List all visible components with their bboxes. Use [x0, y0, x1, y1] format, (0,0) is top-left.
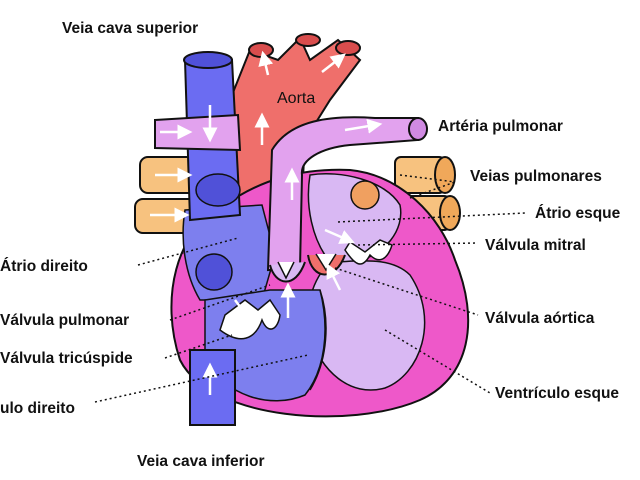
label-right-ventricle: ulo direito [0, 400, 75, 417]
label-inferior-vena-cava: Veia cava inferior [137, 453, 265, 470]
label-right-atrium: Átrio direito [0, 258, 88, 275]
label-aortic-valve: Válvula aórtica [485, 310, 595, 327]
pulmonary-artery [154, 113, 428, 272]
label-mitral-valve: Válvula mitral [485, 237, 586, 254]
flow-arrows [150, 50, 383, 395]
label-pulmonary-valve: Válvula pulmonar [0, 312, 130, 329]
leader-lines [94, 174, 526, 403]
inferior-vena-cava [189, 253, 236, 426]
label-pulmonary-artery: Artéria pulmonar [438, 118, 563, 135]
label-superior-vena-cava: Veia cava superior [62, 20, 199, 37]
label-tricuspid-valve: Válvula tricúspide [0, 350, 133, 367]
mitral-valve [344, 239, 393, 265]
label-left-atrium: Átrio esque [535, 205, 621, 222]
label-pulmonary-veins: Veias pulmonares [470, 168, 602, 185]
label-left-ventricle: Ventrículo esque [495, 385, 620, 402]
pulmonary-vein-opening [350, 180, 380, 210]
interventricular-septum [309, 289, 327, 391]
pulmonary-valve [269, 261, 306, 283]
label-aorta: Aorta [277, 90, 316, 107]
